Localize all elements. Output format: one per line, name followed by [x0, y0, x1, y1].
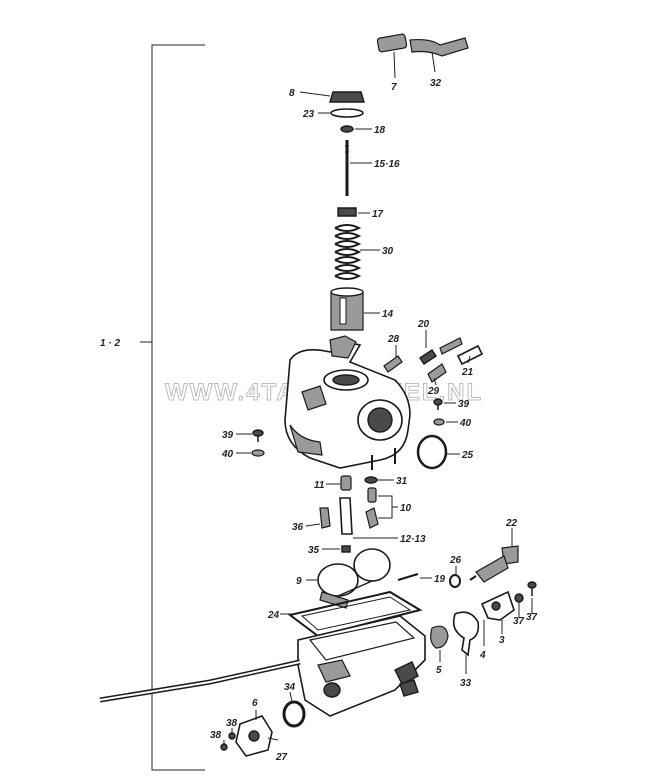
callout-19: 19 — [434, 574, 446, 585]
callout-21: 21 — [461, 367, 474, 378]
callout-18: 18 — [374, 125, 386, 136]
part-needle-clip — [337, 207, 357, 217]
part-adjust-screws — [383, 337, 484, 426]
callout-23: 23 — [302, 109, 315, 120]
leader-lines — [223, 51, 533, 744]
callout-20: 20 — [417, 319, 430, 330]
part-left-screw — [251, 429, 265, 457]
callout-32: 32 — [430, 78, 442, 89]
part-cap-cable — [329, 33, 469, 133]
part-washer — [449, 574, 461, 588]
callout-labels: 8 7 32 23 18 15·16 17 30 14 28 20 21 29 … — [210, 78, 538, 763]
part-float-pin — [397, 573, 419, 581]
part-overflow-tube — [99, 659, 301, 703]
part-throttle-slide — [330, 287, 364, 331]
callout-27: 27 — [275, 752, 288, 763]
callout-10: 10 — [400, 503, 412, 514]
callout-11: 11 — [314, 480, 325, 491]
callout-17: 17 — [372, 209, 384, 220]
part-jets — [319, 475, 379, 553]
part-linkage-set — [430, 581, 537, 657]
callout-24: 24 — [267, 610, 280, 621]
callout-37-b: 37 — [526, 612, 538, 623]
callout-5: 5 — [436, 665, 442, 676]
callout-9: 9 — [296, 576, 302, 587]
callout-33: 33 — [460, 678, 472, 689]
callout-29: 29 — [427, 386, 440, 397]
part-jet-needle — [345, 140, 349, 196]
callout-25: 25 — [461, 450, 474, 461]
callout-7: 7 — [391, 82, 397, 93]
callout-6: 6 — [252, 698, 258, 709]
part-drain-cover — [220, 700, 306, 757]
callout-34: 34 — [284, 682, 296, 693]
callout-36: 36 — [292, 522, 304, 533]
part-float-bowl — [297, 615, 426, 717]
part-throttle-spring — [334, 224, 362, 280]
callout-30: 30 — [382, 246, 394, 257]
callout-26: 26 — [449, 555, 462, 566]
callout-35: 35 — [308, 545, 320, 556]
callout-39-right: 39 — [458, 399, 470, 410]
callout-8: 8 — [289, 88, 295, 99]
callout-38-b: 38 — [210, 730, 222, 741]
callout-22: 22 — [505, 518, 518, 529]
callout-14: 14 — [382, 309, 394, 320]
part-oring — [416, 434, 448, 470]
callout-4: 4 — [479, 650, 486, 661]
part-throttle-stop-screw — [469, 545, 519, 583]
callout-3: 3 — [499, 635, 505, 646]
part-carburetor-body — [284, 335, 411, 470]
callout-37-a: 37 — [513, 616, 525, 627]
callout-40-right: 40 — [459, 418, 472, 429]
callout-28: 28 — [387, 334, 400, 345]
callout-31: 31 — [396, 476, 408, 487]
callout-39-left: 39 — [222, 430, 234, 441]
callout-12-13: 12·13 — [400, 534, 426, 545]
part-gasket — [287, 590, 423, 638]
callout-15-16: 15·16 — [374, 159, 400, 170]
callout-38-a: 38 — [226, 718, 238, 729]
assembly-label: 1 · 2 — [100, 338, 120, 349]
callout-40-left: 40 — [221, 449, 234, 460]
assembly-bracket: 1 · 2 — [100, 44, 205, 771]
